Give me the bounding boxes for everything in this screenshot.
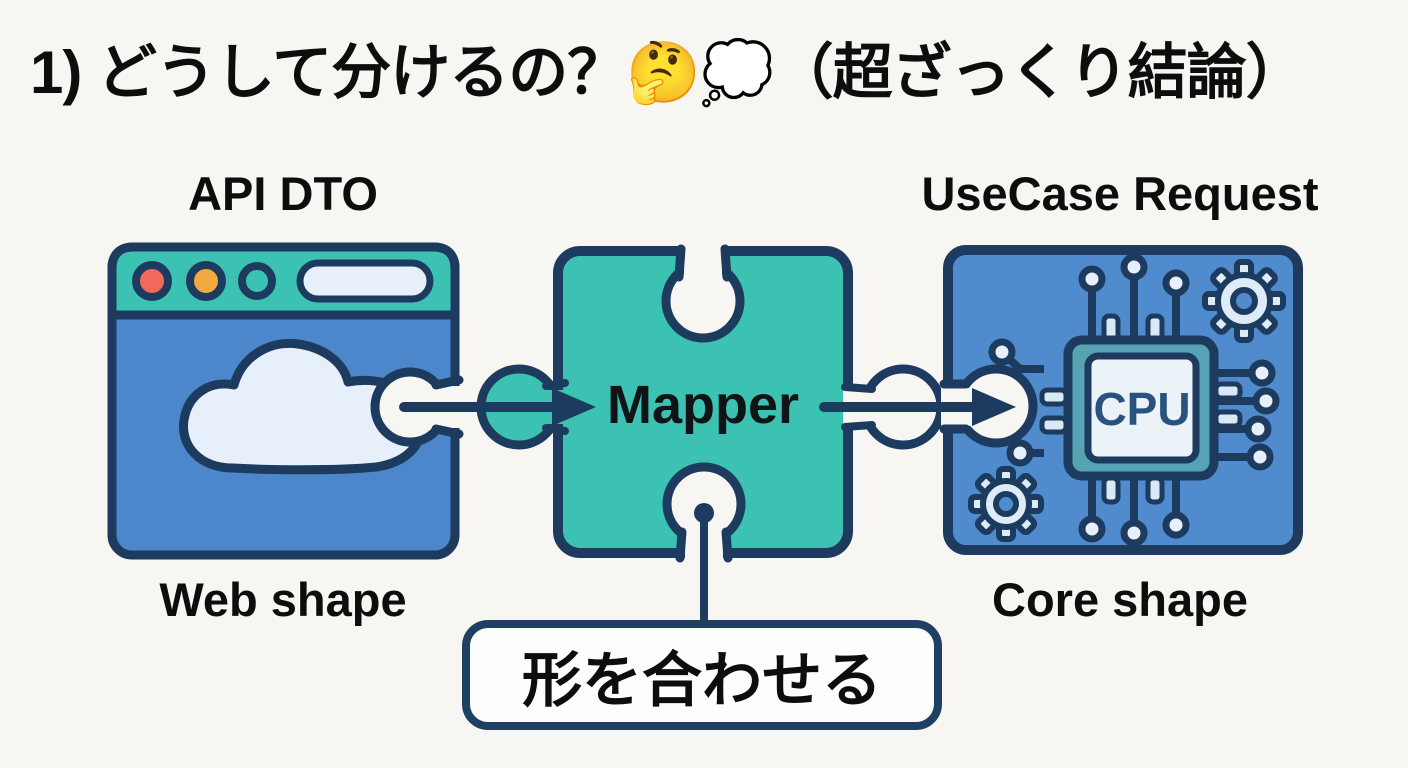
- address-bar: [296, 259, 434, 303]
- page-title: 1) どうして分けるの？🤔💭（超ざっくり結論）: [30, 39, 1306, 106]
- gear-icon-top-right: [1202, 259, 1286, 343]
- label-api-dto: API DTO: [188, 167, 378, 220]
- traffic-dot-red-icon: [132, 261, 172, 301]
- puzzle-connector-dot: [694, 503, 714, 523]
- label-core-shape: Core shape: [992, 573, 1248, 626]
- traffic-dot-amber-icon: [186, 261, 226, 301]
- cpu-chip-icon: CPU: [1063, 335, 1219, 481]
- circuit-node-dots: [988, 253, 1280, 547]
- callout-box: 形を合わせる: [462, 620, 942, 730]
- cpu-chip-label: CPU: [1093, 383, 1190, 435]
- cpu-panel-icon: CPU: [939, 245, 1303, 555]
- label-usecase-request: UseCase Request: [921, 167, 1319, 220]
- label-mapper: Mapper: [606, 375, 800, 435]
- callout-text: 形を合わせる: [522, 646, 882, 714]
- chip-pins: [1039, 313, 1243, 505]
- traffic-dot-teal-icon: [238, 262, 276, 300]
- arrow-left-to-mapper-icon: [399, 388, 596, 426]
- browser-window-icon: [107, 242, 464, 560]
- cloud-icon: [179, 338, 427, 475]
- label-web-shape: Web shape: [159, 573, 407, 626]
- gear-icon-bottom-left: [968, 466, 1044, 542]
- arrow-mapper-to-right-icon: [819, 388, 1016, 426]
